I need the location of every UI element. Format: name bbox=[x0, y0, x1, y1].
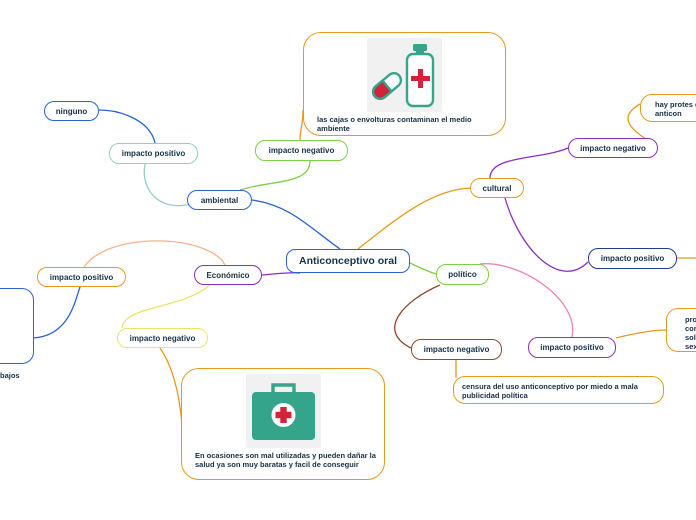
topic-impacto-negativo-ambiental[interactable]: impacto negativo bbox=[255, 140, 348, 161]
topic-impacto-positivo-economico[interactable]: impacto positivo bbox=[37, 267, 126, 287]
link-economico-imppos bbox=[83, 240, 226, 268]
topic-ninguno[interactable]: ninguno bbox=[44, 101, 99, 121]
card-cajas[interactable]: las cajas o envolturas contaminan el med… bbox=[303, 32, 506, 136]
card-ocasiones[interactable]: En ocasiones son mal utilizadas y pueden… bbox=[181, 368, 385, 480]
link-imppos-ninguno bbox=[98, 109, 156, 144]
card-censura[interactable]: censura del uso anticonceptivo por miedo… bbox=[453, 376, 664, 404]
link-central-ambiental bbox=[251, 199, 341, 250]
link-central-politico bbox=[409, 262, 437, 275]
link-cultural-impneg bbox=[489, 147, 569, 179]
topic-impacto-negativo-politico[interactable]: impacto negativo bbox=[411, 339, 502, 360]
link-ambiental-imppos bbox=[143, 163, 191, 207]
topic-cultural[interactable]: cultural bbox=[470, 178, 524, 198]
first-aid-kit-icon bbox=[252, 383, 315, 440]
link-economico-impneg bbox=[121, 284, 211, 329]
card-pro[interactable]: pro con sol sex bbox=[666, 308, 696, 352]
link-imppos-bajos bbox=[33, 286, 81, 339]
topic-ambiental[interactable]: ambiental bbox=[187, 190, 252, 210]
link-politico-imppos bbox=[479, 263, 574, 338]
topic-impacto-negativo-cultural[interactable]: impacto negativo bbox=[568, 138, 658, 158]
card-hay-protestas[interactable]: hay protes de anticon bbox=[640, 94, 696, 122]
text-cajas: las cajas o envolturas contaminan el med… bbox=[317, 115, 472, 133]
topic-politico[interactable]: político bbox=[436, 264, 489, 285]
link-imppos-pro bbox=[615, 329, 667, 339]
text-ocasiones: En ocasiones son mal utilizadas y pueden… bbox=[195, 451, 376, 469]
topic-impacto-negativo-economico[interactable]: impacto negativo bbox=[117, 328, 208, 348]
link-central-cultural bbox=[357, 187, 471, 250]
topic-economico[interactable]: Económico bbox=[194, 265, 262, 285]
link-politico-impneg bbox=[394, 284, 441, 349]
card-bajos[interactable] bbox=[0, 288, 34, 364]
link-cultural-imppos bbox=[504, 197, 589, 272]
link-impneg-cajas bbox=[299, 109, 304, 141]
central-topic[interactable]: Anticonceptivo oral bbox=[286, 249, 410, 273]
link-central-economico bbox=[261, 272, 301, 276]
pill-and-medicine-bottle-icon bbox=[371, 44, 435, 108]
link-impneg-ocasiones bbox=[159, 347, 183, 426]
image-tile-kit bbox=[246, 374, 321, 448]
link-ambiental-impneg bbox=[239, 160, 311, 191]
topic-impacto-positivo-ambiental[interactable]: impacto positivo bbox=[109, 143, 198, 164]
topic-impacto-positivo-cultural[interactable]: impacto positivo bbox=[588, 248, 677, 269]
image-tile-pills bbox=[367, 38, 442, 112]
topic-impacto-positivo-politico[interactable]: impacto positivo bbox=[528, 337, 616, 358]
text-bajos: bajos bbox=[0, 371, 20, 380]
